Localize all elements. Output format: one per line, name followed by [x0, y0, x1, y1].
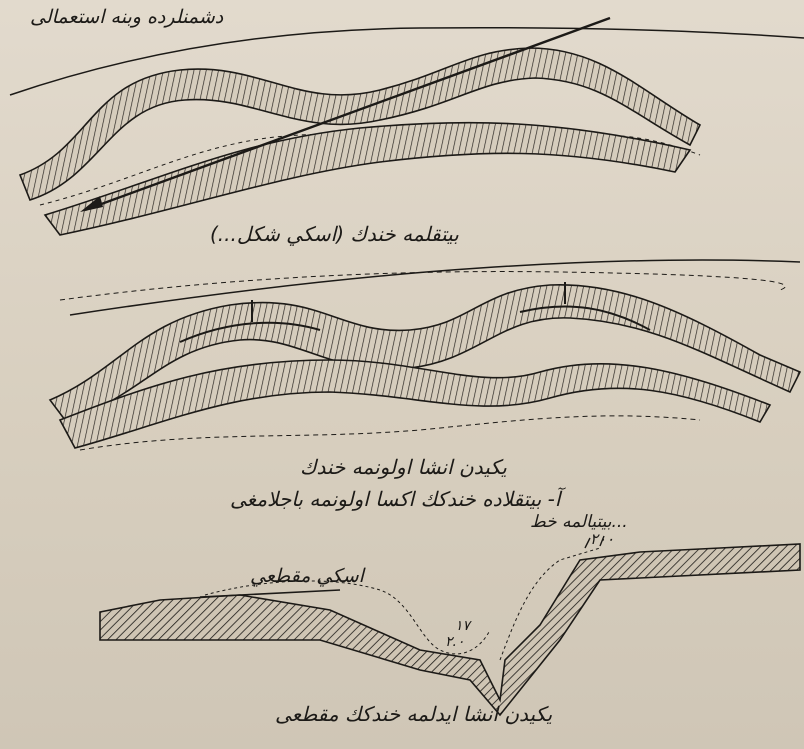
top-trench-plan — [10, 18, 804, 235]
header-caption: دشمنلرده وبنه استعمالی — [30, 6, 223, 28]
dimension-label-top: ٢٠٠ — [590, 530, 614, 548]
middle-figure-caption-line-2: آ- بيتقلاده خندكك اكسا اولونمه باجلامغى — [230, 487, 560, 511]
dimension-label-lower: ٢.٠ — [445, 634, 465, 650]
dimension-label-middle: ١٧ — [455, 618, 470, 634]
bottom-figure-caption: يكيدن انشا ايدلمه خندكك مقطعى — [275, 702, 552, 726]
middle-trench-plan — [50, 260, 800, 450]
middle-figure-caption-line-3: ...بيتيالمه خط — [530, 512, 628, 532]
middle-figure-caption-line-1: يكيدن انشا اولونمه خندك — [300, 455, 507, 479]
old-section-label: اسكي مقطعي — [250, 565, 364, 587]
trench-cross-section — [100, 536, 800, 715]
top-figure-caption: بيتقلمه خندك (اسكي شكل...) — [210, 222, 459, 246]
